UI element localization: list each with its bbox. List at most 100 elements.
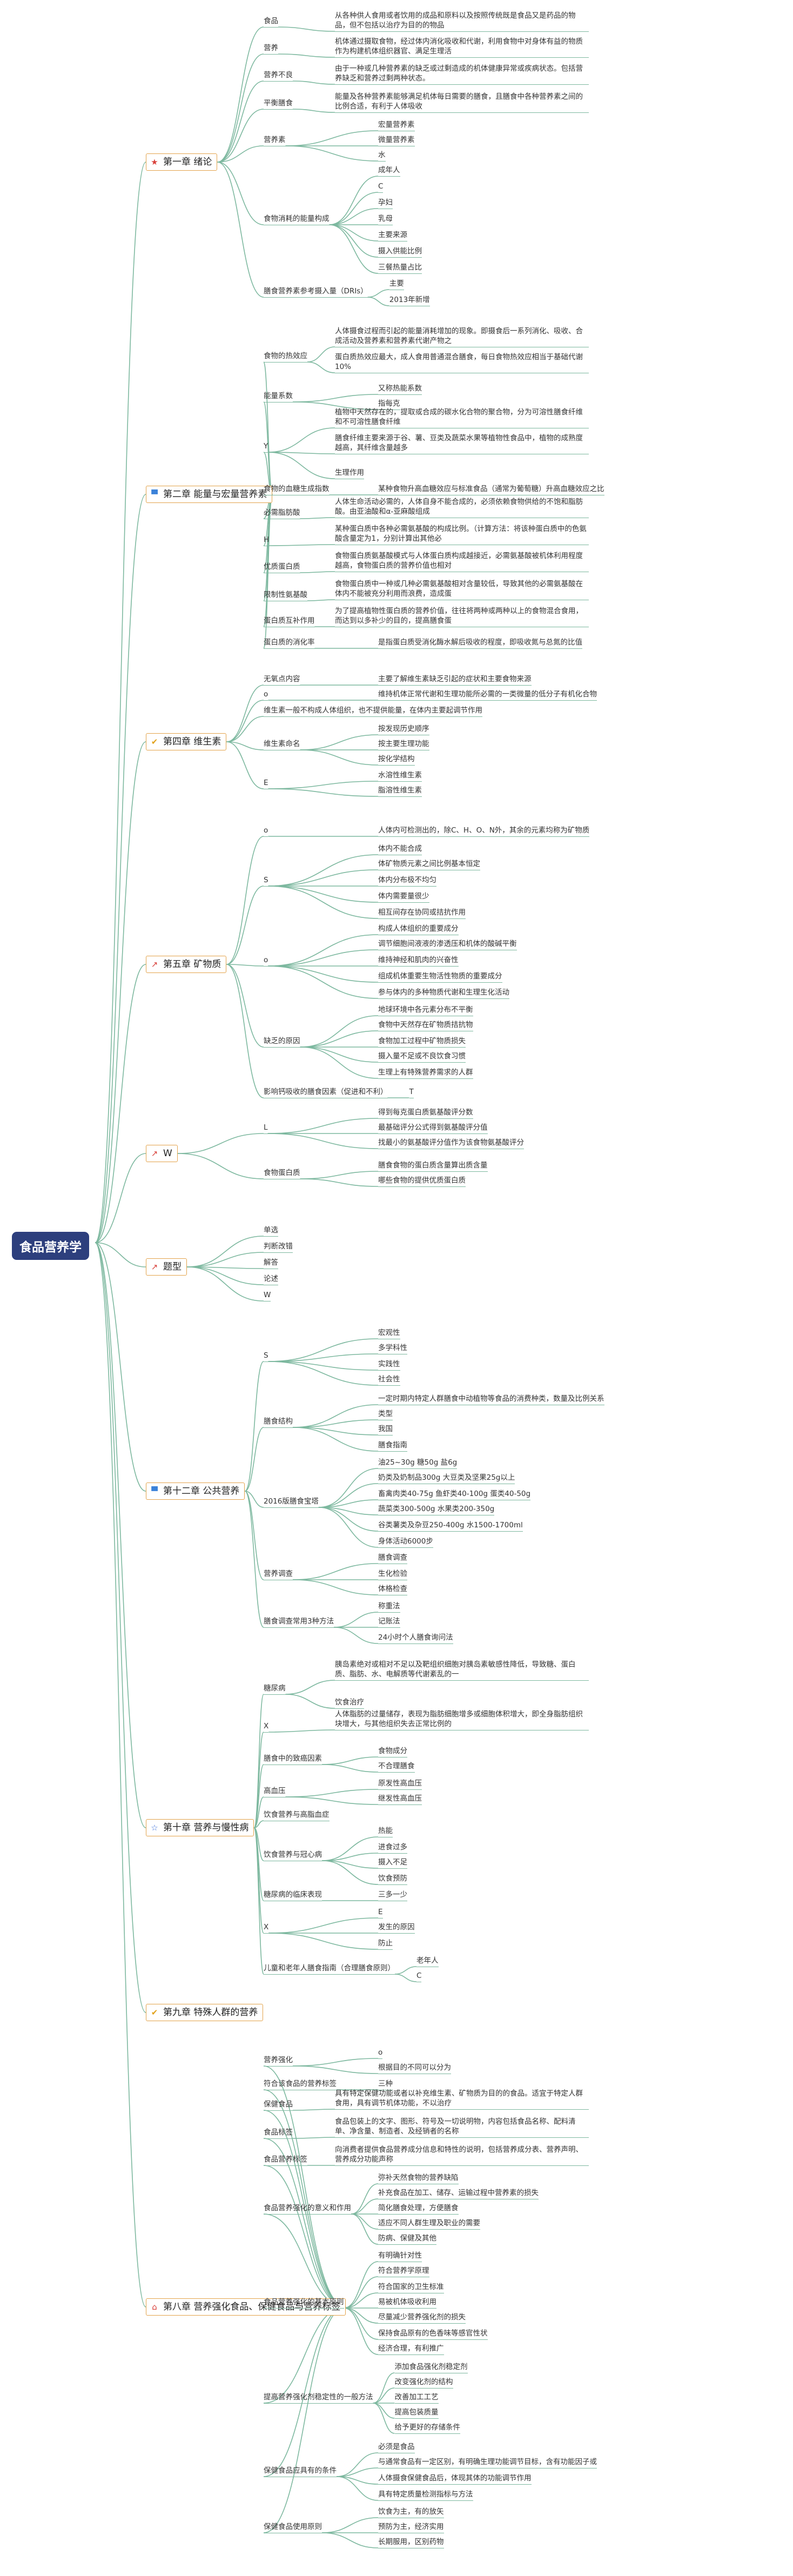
topic-node[interactable]: 能量系数 xyxy=(264,391,293,403)
subtopic-node[interactable]: 称重法 xyxy=(378,1601,400,1613)
subtopic-node[interactable]: 防止 xyxy=(378,1938,393,1950)
subtopic-node[interactable]: 人体内可检测出的，除C、H、O、N外，其余的元素均称为矿物质 xyxy=(378,826,590,837)
subtopic-node[interactable]: 符合国家的卫生标准 xyxy=(378,2282,444,2294)
subtopic-node[interactable]: 维持神经和肌肉的兴奋性 xyxy=(378,955,459,967)
topic-node[interactable]: 食品营养强化的基本原则 xyxy=(264,2297,344,2309)
subtopic-node[interactable]: 宏量营养素 xyxy=(378,120,415,132)
chapter-node[interactable]: ⌂第八章 营养强化食品、保健食品与营养标签 xyxy=(146,2298,346,2316)
subtopic-node[interactable]: 饮食为主，有的放矢 xyxy=(378,2507,444,2519)
subtopic-node[interactable]: 弥补天然食物的营养缺陷 xyxy=(378,2173,459,2185)
subtopic-node[interactable]: 摄入供能比例 xyxy=(378,246,422,258)
subtopic-node[interactable]: 预防为主，经济实用 xyxy=(378,2522,444,2534)
subtopic-node[interactable]: 体内分布极不均匀 xyxy=(378,875,436,887)
subtopic-node[interactable]: 孕妇 xyxy=(378,198,393,210)
subtopic-node[interactable]: 发生的原因 xyxy=(378,1922,415,1934)
subtopic-node[interactable]: 摄入不足 xyxy=(378,1857,407,1869)
topic-node[interactable]: 维生素一般不构成人体组织，也不提供能量，在体内主要起调节作用 xyxy=(264,706,482,717)
subtopic-node[interactable]: 人体脂肪的过量储存，表现为脂肪细胞增多或细胞体积增大，即全身脂肪组织块增大，与其… xyxy=(335,1709,589,1731)
subtopic-node[interactable]: 得到每克蛋白质氨基酸评分数 xyxy=(378,1108,473,1119)
subtopic-node[interactable]: 食品包装上的文字、图形、符号及一切说明物，内容包括食品名称、配料清单、净含量、制… xyxy=(335,2117,589,2138)
topic-node[interactable]: 蛋白质的消化率 xyxy=(264,638,315,649)
subtopic-node[interactable]: 食物蛋白质中一种或几种必需氨基酸相对含量较低，导致其他的必需氨基酸在体内不能被充… xyxy=(335,579,589,601)
subtopic-node[interactable]: 实践性 xyxy=(378,1359,400,1371)
subtopic-node[interactable]: 老年人 xyxy=(416,1956,439,1968)
subtopic-node[interactable]: 蔬菜类300-500g 水果类200-350g xyxy=(378,1504,495,1516)
topic-node[interactable]: 营养调查 xyxy=(264,1569,293,1581)
subtopic-node[interactable]: 符合营养学原理 xyxy=(378,2266,429,2278)
subtopic-node[interactable]: 成年人 xyxy=(378,165,400,177)
subtopic-node[interactable]: 三餐热量占比 xyxy=(378,263,422,274)
topic-node[interactable]: 优质蛋白质 xyxy=(264,562,300,574)
subtopic-node[interactable]: 某种蛋白质中各种必需氨基酸的构成比例。（计算方法：将该种蛋白质中的色氨酸含量定为… xyxy=(335,524,589,546)
topic-node[interactable]: 食品标签 xyxy=(264,2128,293,2139)
subtopic-node[interactable]: 具有特定质量检测指标与方法 xyxy=(378,2490,473,2501)
topic-node[interactable]: 高血压 xyxy=(264,1786,286,1798)
subtopic-node[interactable]: 社会性 xyxy=(378,1374,400,1386)
topic-node[interactable]: 论述 xyxy=(264,1274,278,1286)
subtopic-node[interactable]: 主要了解维生素缺乏引起的症状和主要食物来源 xyxy=(378,674,532,686)
subtopic-node[interactable]: 根据目的不同可以分为 xyxy=(378,2063,451,2075)
topic-node[interactable]: 营养 xyxy=(264,43,278,55)
subtopic-node[interactable]: 相互间存在协同或拮抗作用 xyxy=(378,908,466,920)
topic-node[interactable]: 食物的热效应 xyxy=(264,351,307,363)
subtopic-node[interactable]: 体格检查 xyxy=(378,1584,407,1596)
topic-node[interactable]: 饮食营养与冠心病 xyxy=(264,1850,322,1862)
topic-node[interactable]: 符合该食品的营养标签 xyxy=(264,2079,337,2091)
chapter-node[interactable]: ▀第十二章 公共营养 xyxy=(146,1482,245,1500)
subtopic-node[interactable]: 食物蛋白质氨基酸模式与人体蛋白质构成越接近，必需氨基酸被机体利用程度越高，食物蛋… xyxy=(335,551,589,573)
subtopic-node[interactable]: C xyxy=(378,182,384,193)
topic-node[interactable]: Y xyxy=(264,441,268,453)
subtopic-node[interactable]: 身体活动6000步 xyxy=(378,1537,433,1548)
subtopic-node[interactable]: 某种食物升高血糖效应与标准食品（通常为葡萄糖）升高血糖效应之比 xyxy=(378,484,604,496)
subtopic-node[interactable]: E xyxy=(378,1907,383,1919)
chapter-node[interactable]: ✔第四章 维生素 xyxy=(146,733,227,751)
subtopic-node[interactable]: 长期服用，区别药物 xyxy=(378,2537,444,2549)
subtopic-node[interactable]: 膳食调查 xyxy=(378,1553,407,1565)
subtopic-node[interactable]: 按发现历史顺序 xyxy=(378,724,429,736)
subtopic-node[interactable]: 向消费者提供食品营养成分信息和特性的说明，包括营养成分表、营养声明、营养成分功能… xyxy=(335,2145,589,2166)
subtopic-node[interactable]: 畜禽肉类40-75g 鱼虾类40-100g 蛋类40-50g xyxy=(378,1489,531,1501)
subtopic-node[interactable]: 改变强化剂的结构 xyxy=(394,2377,453,2389)
topic-node[interactable]: 保健食品 xyxy=(264,2099,293,2111)
subtopic-node[interactable]: 提高包装质量 xyxy=(394,2407,439,2419)
subtopic-node[interactable]: 防病、保健及其他 xyxy=(378,2233,436,2245)
topic-node[interactable]: 食物蛋白质 xyxy=(264,1168,300,1180)
subtopic-node[interactable]: 是指蛋白质受消化酶水解后吸收的程度，即吸收氮与总氮的比值 xyxy=(378,638,582,649)
subtopic-node[interactable]: 能量及各种营养素能够满足机体每日需要的膳食，且膳食中各种营养素之间的比例合适，有… xyxy=(335,92,589,113)
topic-node[interactable]: 缺乏的原因 xyxy=(264,1036,300,1048)
subtopic-node[interactable]: T xyxy=(409,1087,414,1099)
subtopic-node[interactable]: 饮食预防 xyxy=(378,1874,407,1886)
topic-node[interactable]: o xyxy=(264,826,268,837)
topic-node[interactable]: 膳食中的致癌因素 xyxy=(264,1754,322,1766)
subtopic-node[interactable]: 水溶性维生素 xyxy=(378,770,422,782)
topic-node[interactable]: 食品营养标签 xyxy=(264,2155,307,2166)
topic-node[interactable]: 单选 xyxy=(264,1225,278,1237)
subtopic-node[interactable]: 组成机体重要生物活性物质的重要成分 xyxy=(378,971,502,983)
subtopic-node[interactable]: 添加食品强化剂稳定剂 xyxy=(394,2362,468,2374)
subtopic-node[interactable]: 胰岛素绝对或相对不足以及靶组织细胞对胰岛素敏感性降低，导致糖、蛋白质、脂肪、水、… xyxy=(335,1660,589,1681)
subtopic-node[interactable]: 水 xyxy=(378,150,386,162)
root-topic[interactable]: 食品营养学 xyxy=(12,1232,89,1260)
subtopic-node[interactable]: 人体摄食保健食品后，体现其体的功能调节作用 xyxy=(378,2473,532,2485)
topic-node[interactable]: 营养强化 xyxy=(264,2055,293,2067)
subtopic-node[interactable]: 尽量减少营养强化剂的损失 xyxy=(378,2312,466,2324)
subtopic-node[interactable]: 食物中天然存在矿物质拮抗物 xyxy=(378,1020,473,1032)
topic-node[interactable]: 膳食营养素参考摄入量（DRIs） xyxy=(264,286,368,298)
topic-node[interactable]: o xyxy=(264,955,268,967)
subtopic-node[interactable]: 与通常食品有一定区别，有明确生理功能调节目标，含有功能因子或 xyxy=(378,2457,597,2469)
chapter-node[interactable]: ✔第九章 特殊人群的营养 xyxy=(146,2003,264,2022)
subtopic-node[interactable]: 简化膳食处理，方便膳食 xyxy=(378,2203,459,2215)
subtopic-node[interactable]: 类型 xyxy=(378,1409,393,1421)
topic-node[interactable]: 营养不良 xyxy=(264,70,293,82)
topic-node[interactable]: L xyxy=(264,1123,268,1135)
subtopic-node[interactable]: 有明确针对性 xyxy=(378,2251,422,2263)
subtopic-node[interactable]: 从各种供人食用或者饮用的成品和原料以及按照传统既是食品又是药品的物品，但不包括以… xyxy=(335,11,589,32)
subtopic-node[interactable]: 地球环境中各元素分布不平衡 xyxy=(378,1005,473,1017)
subtopic-node[interactable]: 微量营养素 xyxy=(378,135,415,147)
chapter-node[interactable]: ↗题型 xyxy=(146,1258,187,1276)
subtopic-node[interactable]: 构成人体组织的重要成分 xyxy=(378,924,459,936)
subtopic-node[interactable]: 食物加工过程中矿物质损失 xyxy=(378,1036,466,1048)
subtopic-node[interactable]: 适应不同人群生理及职业的需要 xyxy=(378,2218,480,2230)
topic-node[interactable]: E xyxy=(264,778,268,790)
topic-node[interactable]: 保健食品使用原则 xyxy=(264,2522,322,2534)
